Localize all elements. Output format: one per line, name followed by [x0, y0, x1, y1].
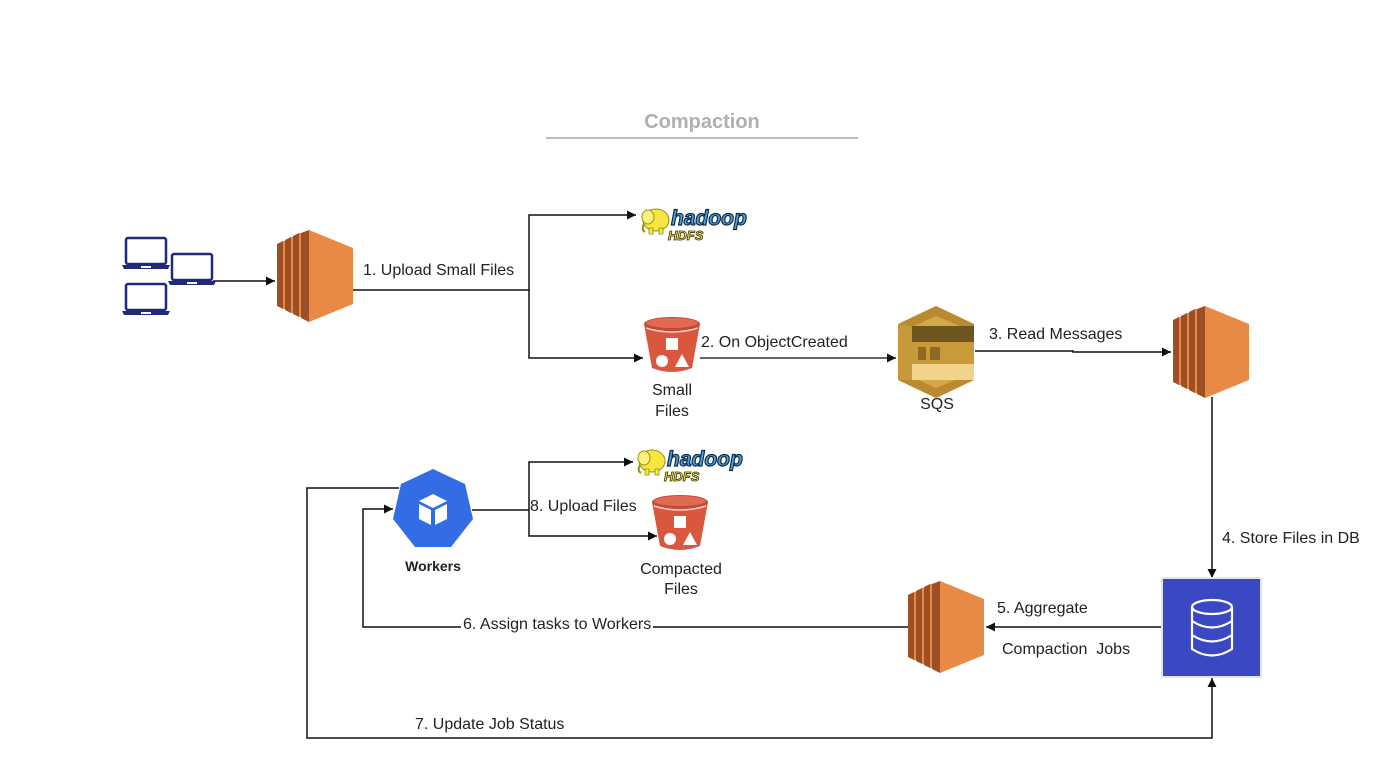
- edge-sqs-to-reader: [975, 347, 1171, 357]
- s3-bucket-icon: [643, 316, 701, 373]
- sqs-queue-icon: [898, 306, 974, 398]
- edge-label-upload-files: 8. Upload Files: [530, 497, 637, 517]
- node-label-sqs: SQS: [920, 396, 954, 413]
- ec2-instance-icon: [908, 581, 984, 673]
- hadoop-hdfs-icon: [641, 206, 748, 244]
- node-label-small-files-line1: Small: [651, 382, 692, 399]
- edge-label-read-messages: 3. Read Messages: [989, 326, 1123, 343]
- edge-label-assign-tasks: 6. Assign tasks to Workers: [461, 615, 654, 635]
- edge-workers-to-s3: [528, 510, 657, 541]
- laptop-icon: [166, 252, 218, 287]
- diagram-title: Compaction: [644, 111, 760, 133]
- edge-label-aggregate-line2: Compaction Jobs: [1002, 641, 1131, 658]
- node-label-workers: Workers: [405, 558, 461, 574]
- kubernetes-pod-icon: [393, 469, 473, 547]
- title-underline: [546, 137, 858, 139]
- edge-upload-to-hdfs: [353, 210, 636, 291]
- laptop-icon: [120, 282, 172, 317]
- edge-label-on-object-created: 2. On ObjectCreated: [701, 334, 848, 351]
- ec2-instance-icon: [277, 230, 353, 322]
- laptop-icon: [120, 236, 172, 271]
- ec2-instance-icon: [1173, 306, 1249, 398]
- edge-label-store-files-in-db: 4. Store Files in DB: [1222, 530, 1360, 547]
- node-label-small-files-line2: Files: [655, 403, 689, 420]
- node-label-compacted-files-line1: Compacted: [640, 561, 722, 578]
- edge-upload-to-s3: [528, 290, 643, 363]
- edge-label-aggregate-line1: 5. Aggregate: [997, 600, 1088, 617]
- edge-workers-to-db: [306, 487, 1217, 739]
- hadoop-hdfs-icon: [637, 447, 744, 485]
- database-icon: [1161, 577, 1262, 678]
- edge-workers-to-hdfs: [528, 457, 633, 510]
- edge-label-upload-small-files: 1. Upload Small Files: [363, 262, 515, 279]
- s3-bucket-icon: [651, 494, 709, 551]
- node-label-compacted-files-line2: Files: [664, 581, 698, 598]
- edge-label-update-job-status: 7. Update Job Status: [415, 716, 565, 733]
